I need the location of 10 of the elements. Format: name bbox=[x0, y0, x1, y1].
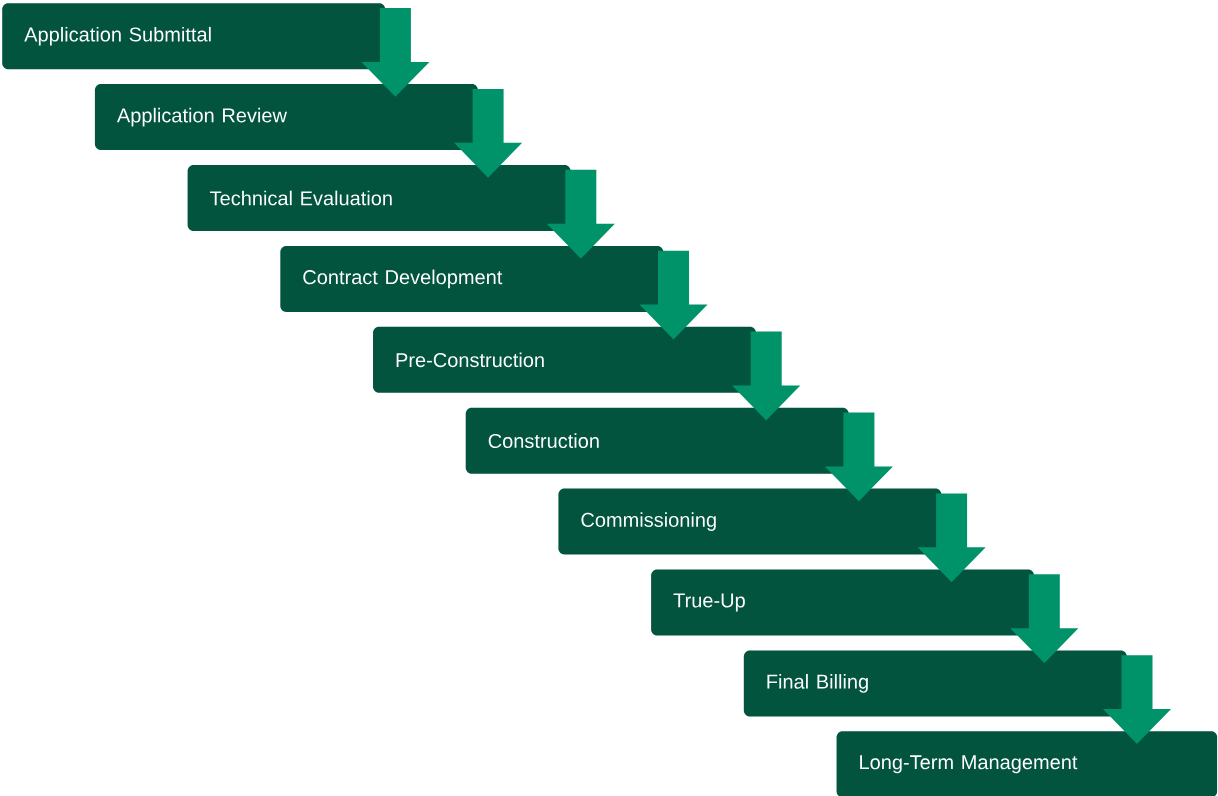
step-box: Construction bbox=[465, 407, 849, 474]
step-box: Application Submittal bbox=[2, 3, 386, 70]
step-box: Contract Development bbox=[280, 245, 664, 312]
step-box: True-Up bbox=[651, 569, 1035, 636]
step-box: Long-Term Management bbox=[836, 731, 1218, 796]
step-box: Commissioning bbox=[558, 488, 942, 555]
step-box: Final Billing bbox=[743, 650, 1127, 717]
step-box: Technical Evaluation bbox=[187, 165, 571, 231]
step-box: Pre-Construction bbox=[373, 326, 756, 393]
step-box: Application Review bbox=[94, 84, 478, 151]
